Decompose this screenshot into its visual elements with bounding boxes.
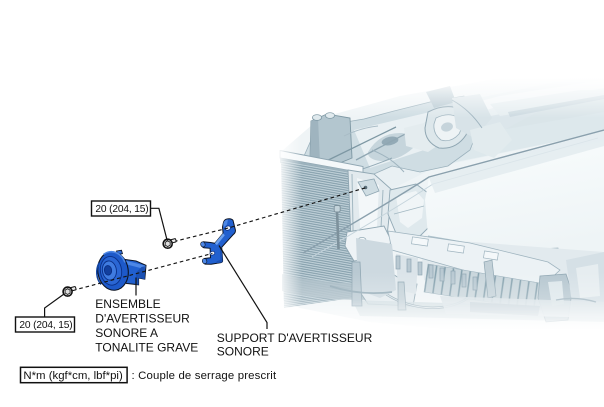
- svg-text:SUPPORT D'AVERTISSEUR: SUPPORT D'AVERTISSEUR: [217, 331, 373, 345]
- svg-text:ENSEMBLE: ENSEMBLE: [95, 297, 160, 311]
- svg-text:D'AVERTISSEUR: D'AVERTISSEUR: [95, 311, 190, 325]
- svg-text:N*m (kgf*cm, lbf*pi): N*m (kgf*cm, lbf*pi): [23, 370, 123, 382]
- svg-text:: Couple de serrage prescrit: : Couple de serrage prescrit: [132, 370, 277, 382]
- svg-text:20 (204, 15): 20 (204, 15): [95, 204, 148, 215]
- svg-text:20 (204, 15): 20 (204, 15): [19, 320, 72, 331]
- svg-text:TONALITE GRAVE: TONALITE GRAVE: [95, 340, 198, 354]
- svg-text:SONORE: SONORE: [217, 345, 269, 359]
- svg-text:SONORE A: SONORE A: [95, 326, 158, 340]
